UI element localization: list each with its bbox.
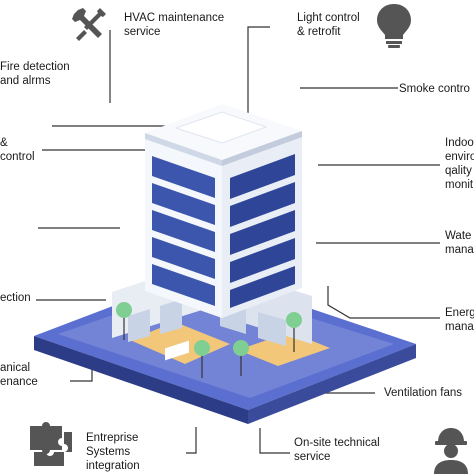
trees	[116, 302, 302, 378]
leader-enterprise	[186, 427, 197, 454]
label-indoor-environment: Indoo enviro qality monit	[445, 137, 474, 191]
label-water-management: Wate mana	[445, 230, 474, 256]
puzzle-icon	[30, 422, 72, 466]
label-onsite-service: On-site technical service	[294, 437, 380, 463]
label-light-control: Light control & retrofit	[297, 12, 360, 38]
leader-onsite	[259, 428, 290, 454]
label-ventilation-fans: Ventilation fans	[384, 387, 463, 399]
label-enterprise-systems: Entreprise Systems integration	[86, 432, 140, 472]
leader-light	[247, 26, 270, 116]
leader-energy	[327, 286, 440, 319]
label-energy-management: Energ mana	[445, 307, 474, 333]
label-smoke-control: Smoke contro	[399, 83, 470, 95]
label-hvac-maintenance: HVAC maintenance service	[124, 12, 225, 38]
technician-icon	[434, 428, 468, 474]
label-access-control: & control	[0, 137, 35, 163]
label-fire-detection: Fire detection and alrms	[0, 61, 70, 87]
lightbulb-icon	[377, 4, 411, 48]
tower	[145, 104, 302, 318]
label-mechanical-maintenance: anical enance	[0, 362, 38, 388]
wrench-screwdriver-icon	[72, 8, 106, 41]
label-detection: ection	[0, 292, 31, 304]
